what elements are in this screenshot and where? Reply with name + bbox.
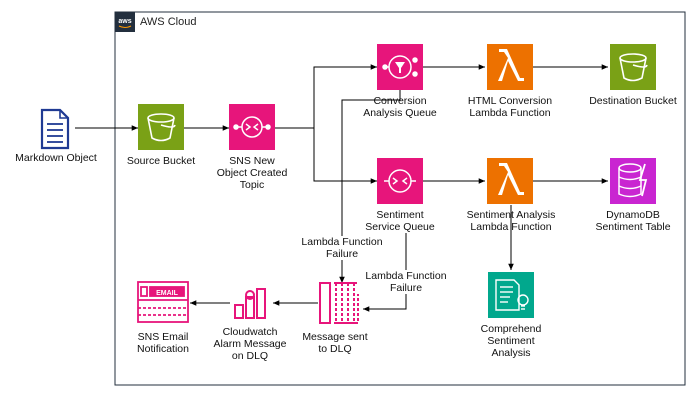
comprehend-label: Comprehend Sentiment Analysis bbox=[480, 323, 542, 359]
s3-bucket-icon bbox=[610, 44, 656, 90]
dynamodb-table-label: DynamoDB Sentiment Table bbox=[595, 209, 671, 233]
lambda-failure-label-conversion: Lambda Function Failure bbox=[293, 236, 391, 260]
document-icon bbox=[40, 108, 70, 150]
comprehend-icon bbox=[488, 272, 534, 318]
sns-email-label: SNS Email Notification bbox=[137, 331, 189, 355]
cloudwatch-alarm-icon bbox=[234, 288, 266, 319]
aws-cloud-group bbox=[114, 11, 686, 386]
edge-sns-to-sentiment bbox=[313, 128, 377, 184]
email-notification-icon bbox=[137, 281, 189, 323]
sqs-queue-icon bbox=[377, 44, 423, 90]
sentiment-queue-label: Sentiment Service Queue bbox=[365, 209, 435, 233]
edge-sns-to-conversion bbox=[275, 64, 377, 129]
sns-topic-label: SNS New Object Created Topic bbox=[216, 155, 288, 191]
edge-conversion-failure-to-dlq bbox=[339, 90, 401, 283]
edge-sentiment-failure-to-dlq bbox=[363, 233, 407, 312]
destination-bucket-label: Destination Bucket bbox=[589, 95, 677, 107]
dlq-label: Message sent to DLQ bbox=[302, 331, 368, 355]
aws-logo-text: aws bbox=[118, 18, 131, 25]
email-icon-text: EMAIL bbox=[156, 290, 179, 297]
source-bucket-label: Source Bucket bbox=[126, 155, 196, 167]
aws-cloud-title: AWS Cloud bbox=[140, 16, 197, 28]
dynamodb-icon bbox=[610, 158, 656, 204]
s3-bucket-icon bbox=[138, 104, 184, 150]
sentiment-lambda-label: Sentiment Analysis Lambda Function bbox=[466, 209, 556, 233]
lambda-failure-label-sentiment: Lambda Function Failure bbox=[357, 270, 455, 294]
sqs-queue-icon bbox=[377, 158, 423, 204]
html-lambda-label: HTML Conversion Lambda Function bbox=[467, 95, 553, 119]
conversion-queue-label: Conversion Analysis Queue bbox=[363, 95, 437, 119]
lambda-icon bbox=[487, 44, 533, 90]
dlq-queue-icon bbox=[319, 282, 359, 324]
cloudwatch-alarm-label: Cloudwatch Alarm Message on DLQ bbox=[213, 326, 287, 362]
sns-topic-icon bbox=[229, 104, 275, 150]
markdown-object-label: Markdown Object bbox=[15, 152, 97, 164]
aws-logo-icon bbox=[115, 12, 135, 32]
lambda-icon bbox=[487, 158, 533, 204]
